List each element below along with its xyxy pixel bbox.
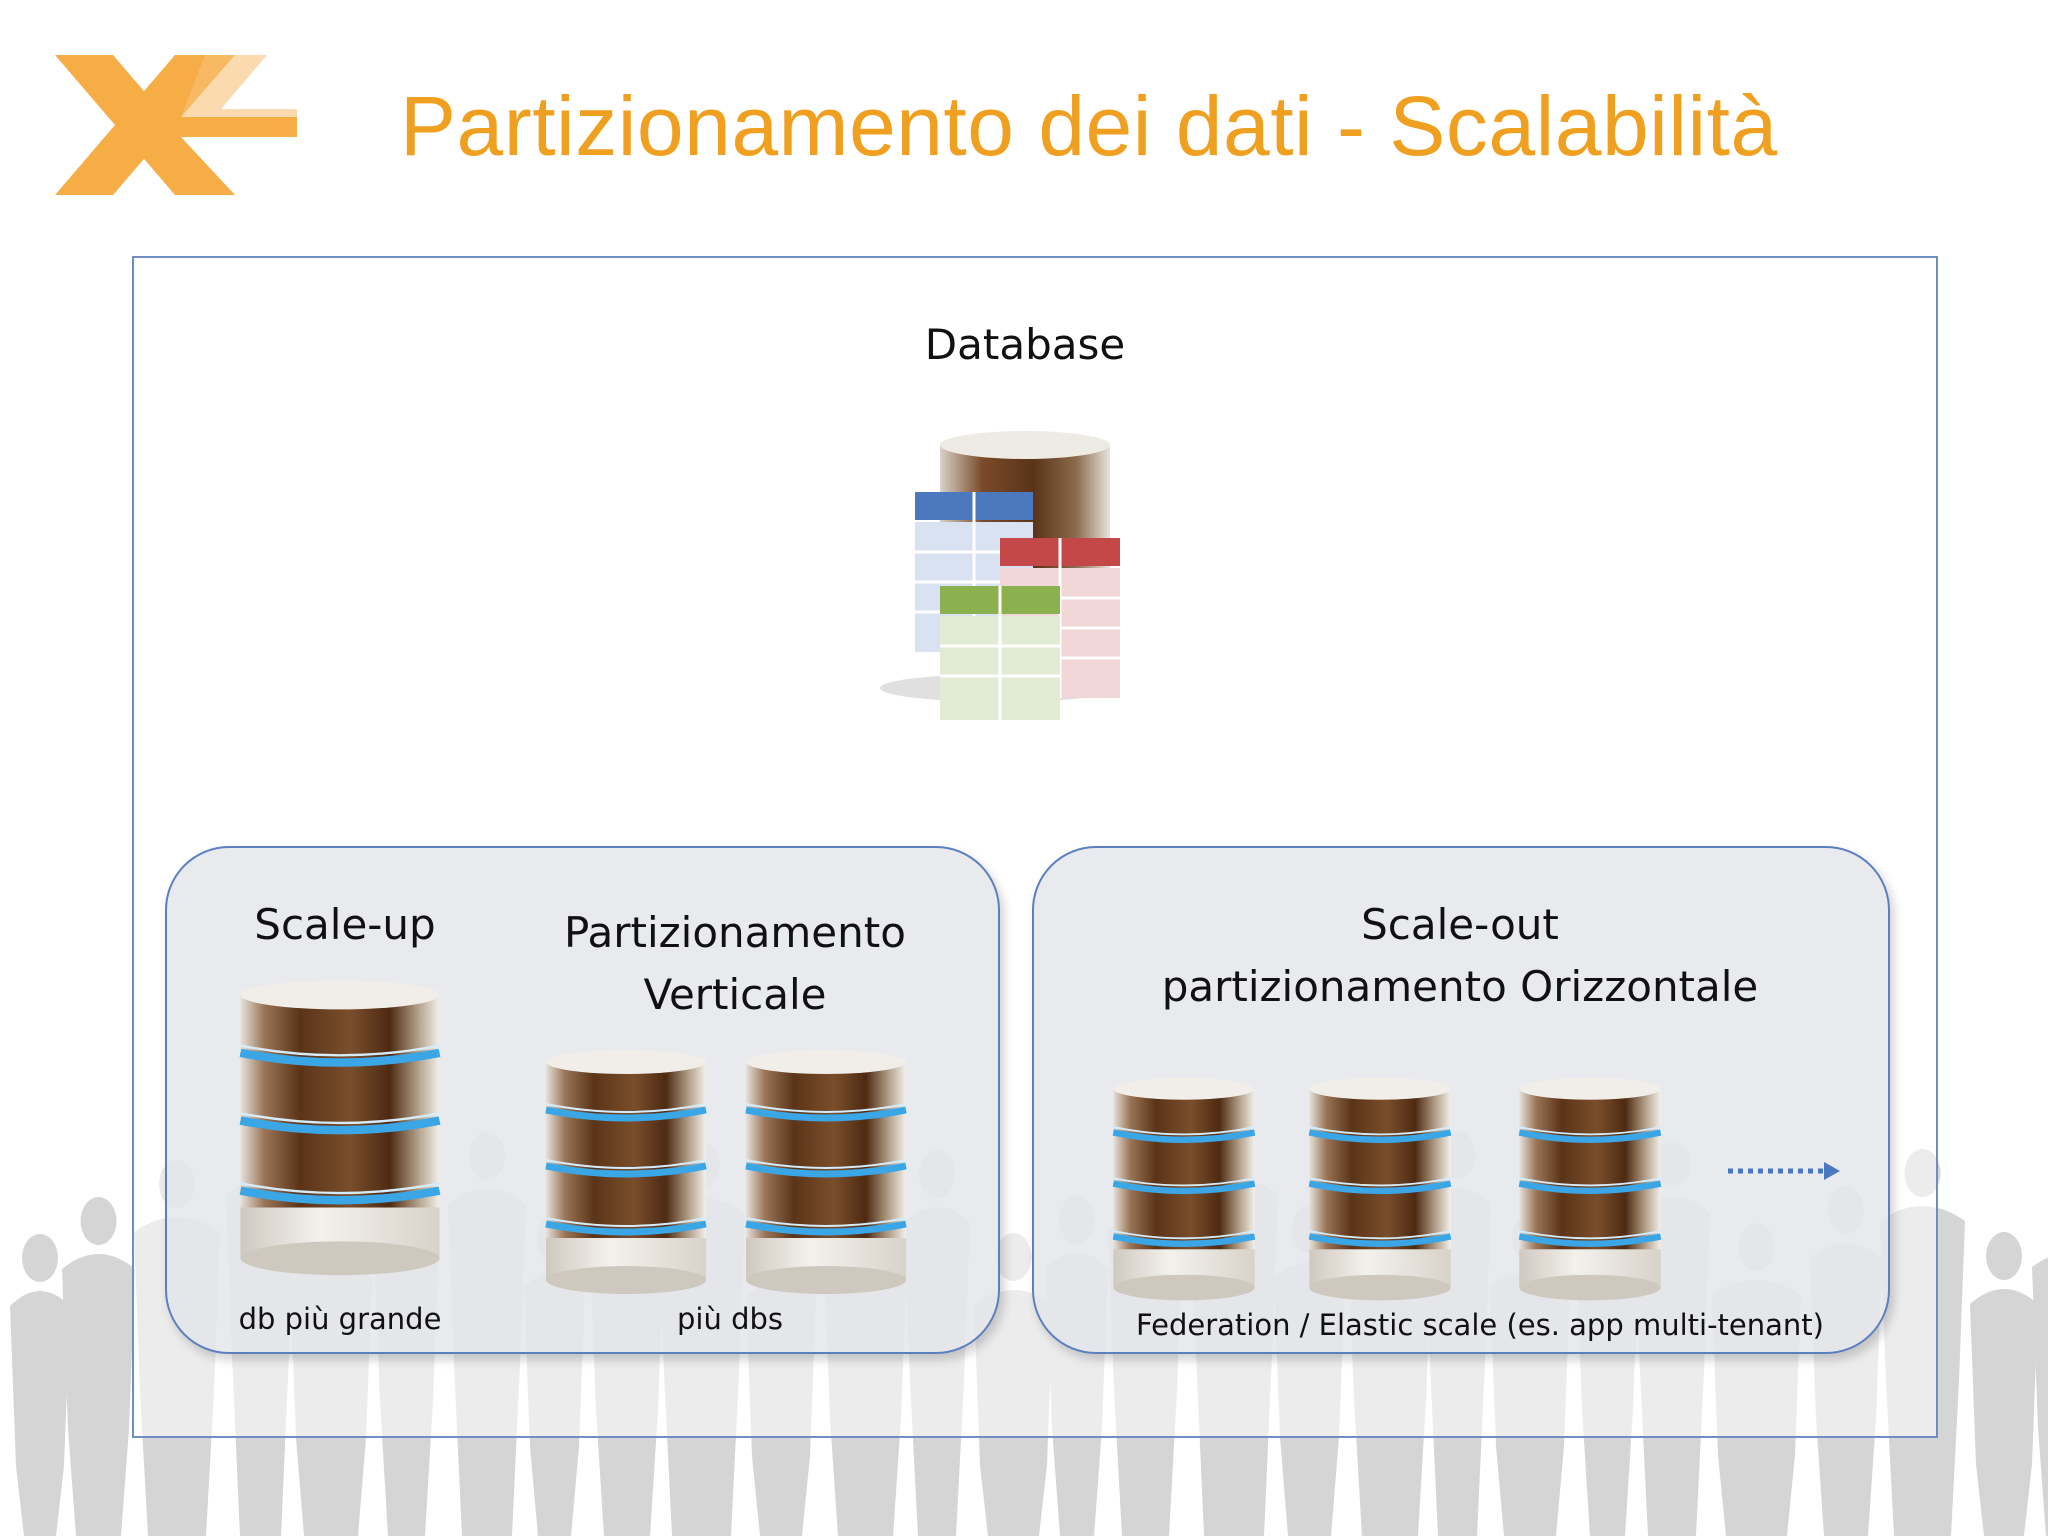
- database-cylinder-icon: [1514, 1076, 1666, 1304]
- vertical-partition-caption: più dbs: [677, 1302, 783, 1336]
- scale-up-caption: db più grande: [238, 1302, 442, 1336]
- database-cylinder-icon: [740, 1048, 912, 1298]
- scale-out-caption: Federation / Elastic scale (es. app mult…: [1136, 1308, 1824, 1342]
- company-logo-icon: [55, 55, 297, 195]
- database-with-tables-icon: [880, 431, 1120, 720]
- scale-out-heading: Scale-out partizionamento Orizzontale: [1161, 900, 1759, 1011]
- database-label: Database: [924, 320, 1126, 369]
- vertical-partition-heading: Partizionamento Verticale: [564, 908, 906, 1019]
- scale-up-heading: Scale-up: [254, 900, 436, 949]
- database-cylinder-icon: [1304, 1076, 1456, 1304]
- database-cylinder-icon: [1108, 1076, 1260, 1304]
- page-title: Partizionamento dei dati - Scalabilità: [400, 79, 1778, 173]
- database-cylinder-icon: [233, 978, 447, 1280]
- database-cylinder-icon: [540, 1048, 712, 1298]
- dotted-arrow-right-icon: [1728, 1162, 1840, 1180]
